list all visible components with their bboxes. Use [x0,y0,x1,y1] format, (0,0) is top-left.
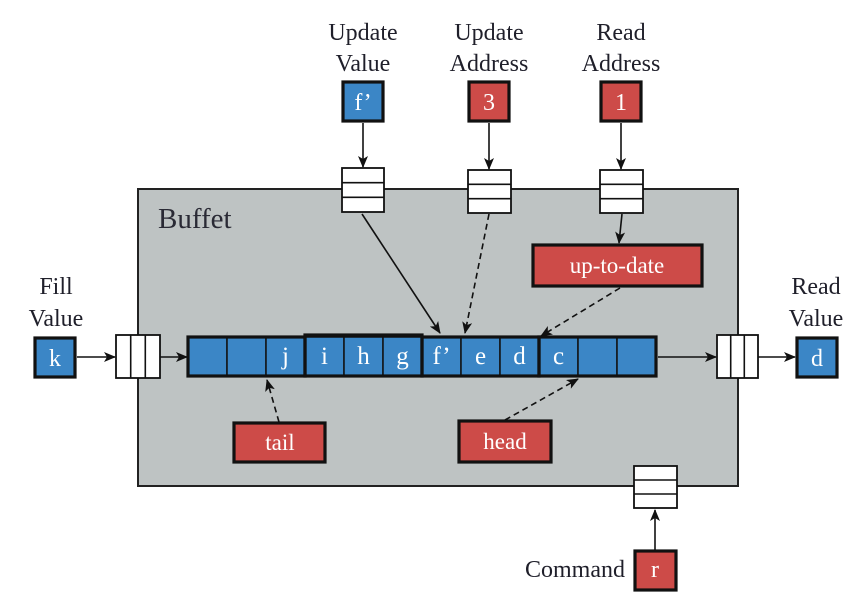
update-value-value: f’ [354,90,371,116]
buffer-cell-value: h [357,343,370,370]
buffer-cell-value: g [396,343,409,370]
up-to-date-label: up-to-date [570,253,665,278]
head-pointer: head [457,419,553,464]
read-address-value: 1 [615,90,627,116]
command-fifo [633,465,678,509]
tail-pointer: tail [232,421,327,464]
update-address-label-1: Update [454,20,523,46]
buffer-cell-value: c [553,343,564,370]
read-value-label-2: Value [789,306,844,332]
head-label: head [483,429,527,454]
buffer-cell-rect [187,336,228,377]
update-value-fifo [341,167,385,213]
read-value-box [795,336,839,379]
buffer-cell: i [304,336,345,377]
update-address-input: Update Address 3 [450,20,529,170]
up-to-date-arrow [540,287,621,337]
buffer-cell [187,336,228,377]
update-value-label-2: Value [336,51,391,77]
buffer-cell: e [460,336,501,377]
read-value-value: d [811,346,823,372]
buffer-cell: d [499,336,540,377]
read-address-input: Read Address 1 [582,20,661,170]
buffer-cell-value: e [475,343,486,370]
update-address-label-2: Address [450,51,529,77]
tail-box [232,421,327,464]
update-address-box [467,80,511,123]
update-address-to-buffer-arrow [462,213,490,334]
buffer-cell: g [382,336,423,377]
fill-value-input: Fill Value k [29,274,84,379]
command-box [633,549,678,592]
buffer-cell-rect [577,336,618,377]
read-value-label-1: Read [791,274,840,300]
update-value-box [341,80,385,123]
tail-arrow [265,379,280,423]
buffer-cell-rect [226,336,267,377]
buffer-cell: c [538,336,579,377]
update-address-fifo [467,169,512,214]
update-value-input: Update Value f’ [328,20,398,168]
read-fifo [716,334,759,379]
up-to-date-pointer: up-to-date [531,243,704,288]
buffer-cell-value: i [321,343,328,370]
buffer-cell-rect [343,336,384,377]
buffer-cell-rect [616,336,657,377]
buffer-cell [616,336,657,377]
update-value-label-1: Update [328,20,397,46]
buffer-cell: h [343,336,384,377]
head-box [457,419,553,464]
fill-value-label-2: Value [29,306,84,332]
fill-value-box [33,336,77,379]
buffer-cell-value: d [513,343,526,370]
read-address-fifo [599,169,644,214]
buffet-title: Buffet [158,203,232,235]
buffer-cell [577,336,618,377]
command-value: r [651,557,659,583]
buffer-cell [226,336,267,377]
read-address-label-2: Address [582,51,661,77]
fill-fifo [115,334,161,379]
buffer-cell: j [265,336,306,377]
read-address-box [599,80,643,123]
command-label: Command [525,557,625,583]
buffer-cell-rect [304,336,345,377]
tail-label: tail [265,430,294,455]
buffer-cell-group [537,335,658,378]
up-to-date-box [531,243,704,288]
head-arrow [504,378,579,421]
command-input: Command r [525,549,678,592]
fill-value-label-1: Fill [39,274,73,300]
buffer-cell: f’ [421,336,462,377]
fill-value-value: k [49,346,61,372]
read-address-label-1: Read [596,20,645,46]
update-address-value: 3 [483,90,495,116]
buffer-cell-value: j [281,343,289,370]
read-value-output: Read Value d [789,274,844,379]
buffer-cell-value: f’ [432,343,450,370]
read-address-to-up-to-date-arrow [615,213,626,244]
update-value-to-buffer-arrow [361,213,441,334]
